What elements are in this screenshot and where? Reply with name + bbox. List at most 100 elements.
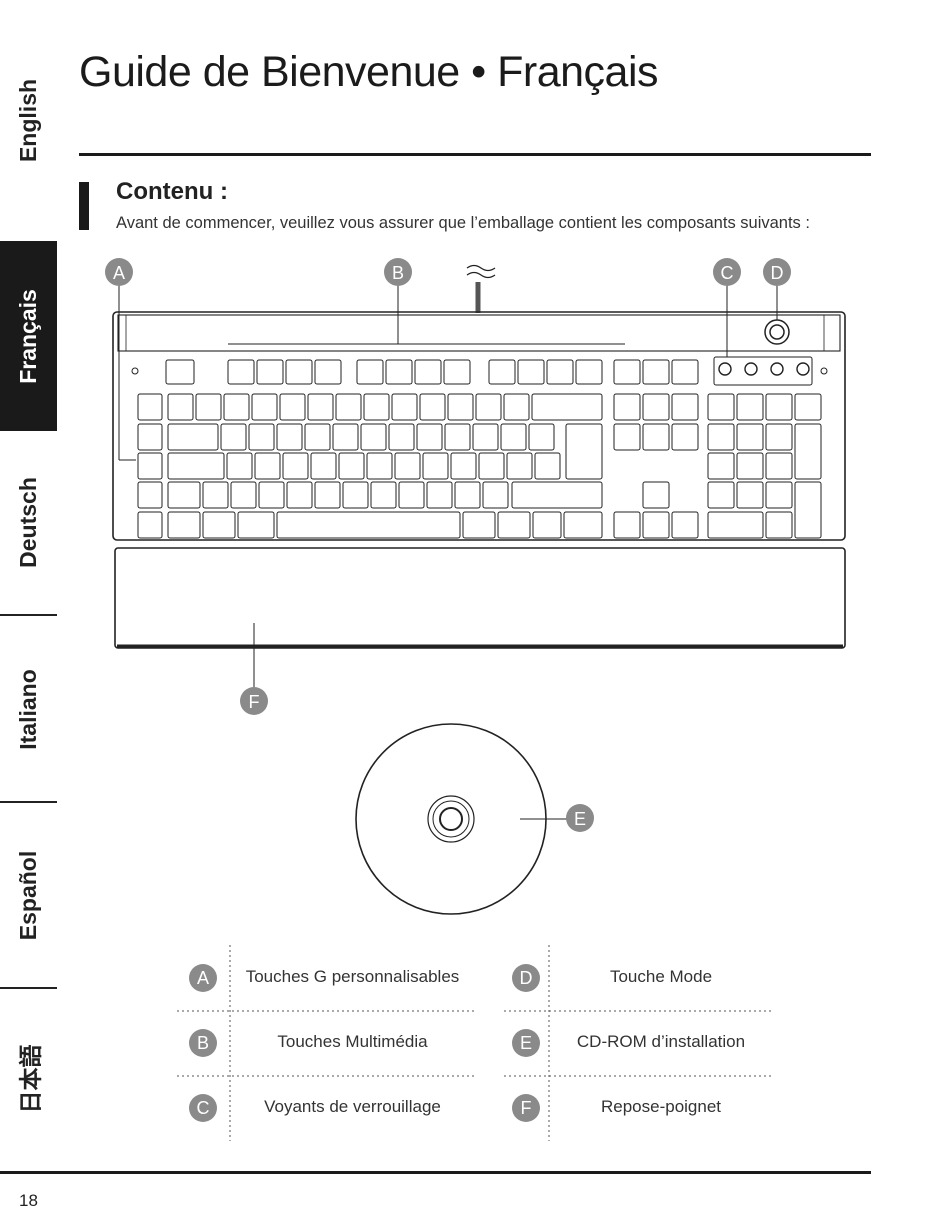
keycap [671, 359, 699, 385]
keycap [642, 359, 670, 385]
keycap [167, 393, 194, 421]
keycap [388, 423, 415, 451]
keycap [503, 393, 530, 421]
keycap [478, 452, 505, 480]
keycap [230, 481, 257, 509]
legend-badge-d: D [512, 946, 540, 1010]
keycap [736, 393, 764, 421]
keycap [506, 452, 533, 480]
keycap [546, 359, 574, 385]
keyboard-illustration [112, 264, 846, 700]
keycap [248, 423, 275, 451]
keycap [563, 511, 603, 539]
keycap [765, 452, 793, 480]
keycap [565, 423, 603, 480]
keycap [314, 359, 342, 385]
keycap [220, 423, 247, 451]
keycap [534, 452, 561, 480]
keycap [366, 452, 393, 480]
keycap [226, 452, 253, 480]
keycap [370, 481, 397, 509]
keycap [195, 393, 222, 421]
keycap [237, 511, 275, 539]
legend-badge-a: A [189, 946, 217, 1010]
keycap [475, 393, 502, 421]
keycap [202, 481, 229, 509]
keycap [642, 423, 670, 451]
keycap [258, 481, 285, 509]
footer-divider [0, 1171, 871, 1174]
keycap [223, 393, 250, 421]
keycap [276, 423, 303, 451]
tab-francais[interactable]: Français [0, 241, 57, 431]
keycap [385, 359, 413, 385]
keycap [736, 423, 764, 451]
keycap [613, 393, 641, 421]
keycap [137, 511, 163, 539]
legend-text-a: Touches G personnalisables [245, 967, 460, 986]
keycap [671, 511, 699, 539]
keycap [613, 511, 641, 539]
keycap [532, 511, 562, 539]
keycap [488, 359, 516, 385]
keycap [286, 481, 313, 509]
keycap [314, 481, 341, 509]
keycap [454, 481, 481, 509]
svg-text:E: E [574, 809, 586, 829]
keycap [613, 359, 641, 385]
keycap [528, 423, 555, 451]
intro-text: Avant de commencer, veuillez vous assure… [116, 214, 810, 232]
keycap [575, 359, 603, 385]
keycap [356, 359, 384, 385]
keycap [707, 511, 764, 539]
keycap [414, 359, 442, 385]
keycap [642, 481, 670, 509]
keycap [398, 481, 425, 509]
legend-text-b: Touches Multimédia [277, 1032, 428, 1051]
keycap [511, 481, 603, 509]
keycap [419, 393, 446, 421]
keycap [332, 423, 359, 451]
keycap [304, 423, 331, 451]
legend-text-d: Touche Mode [609, 967, 713, 986]
callout-a: A [105, 258, 133, 286]
keycap [137, 393, 163, 421]
callout-e: E [566, 804, 594, 832]
page-title: Guide de Bienvenue • Français [79, 48, 659, 96]
svg-text:B: B [392, 263, 404, 283]
svg-text:A: A [113, 263, 125, 283]
section-marker [79, 182, 89, 230]
keycap [462, 511, 496, 539]
keycap [137, 452, 163, 480]
callout-d: D [763, 258, 791, 286]
legend-badge-f: F [512, 1076, 540, 1140]
keycap [500, 423, 527, 451]
keycap [765, 481, 793, 509]
keycap [426, 481, 453, 509]
keycap [671, 393, 699, 421]
keycap [794, 423, 822, 480]
keycap [251, 393, 278, 421]
keycap [642, 393, 670, 421]
keycap [447, 393, 474, 421]
keycap [276, 511, 461, 539]
keycap [422, 452, 449, 480]
cd-rom-illustration [355, 723, 568, 915]
keycap [707, 481, 735, 509]
keycap [707, 452, 735, 480]
keycap [202, 511, 236, 539]
legend-text-c: Voyants de verrouillage [264, 1097, 441, 1116]
keycap [363, 393, 390, 421]
keycap [416, 423, 443, 451]
keycap [282, 452, 309, 480]
legend-badge-c: C [189, 1076, 217, 1140]
keycap [765, 393, 793, 421]
keycap [444, 423, 471, 451]
keycap [707, 393, 735, 421]
callout-b: B [384, 258, 412, 286]
tab-japanese[interactable]: 日本語 [17, 1044, 44, 1114]
keycap [642, 511, 670, 539]
tab-separator [0, 614, 57, 616]
keycap [307, 393, 334, 421]
keycap [335, 393, 362, 421]
